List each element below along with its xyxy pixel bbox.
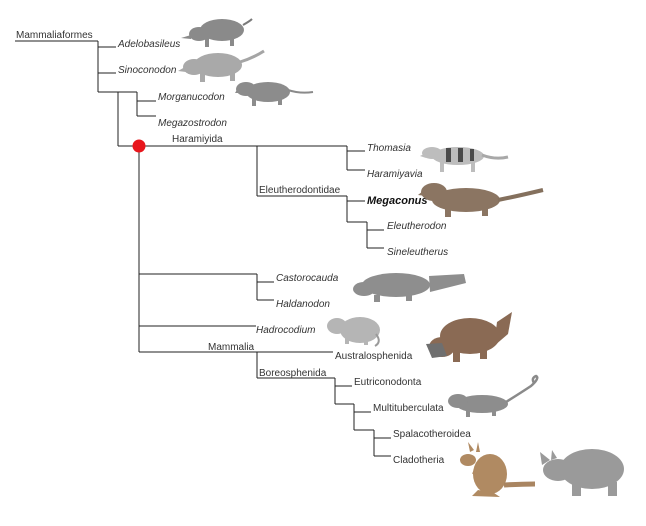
label-megaconus: Megaconus (367, 195, 428, 207)
label-eleutherodontidae: Eleutherodontidae (259, 185, 341, 196)
hadrocodium-illustration (327, 317, 380, 347)
label-megazostrodon: Megazostrodon (158, 118, 227, 129)
label-haldanodon: Haldanodon (276, 299, 330, 310)
label-mammalia: Mammalia (208, 342, 255, 353)
label-mammaliaformes: Mammaliaformes (16, 30, 93, 41)
adelobasileus-illustration (181, 18, 253, 47)
label-hadrocodium: Hadrocodium (256, 325, 315, 336)
label-adelobasileus: Adelobasileus (117, 39, 180, 50)
kangaroo-illustration (460, 442, 536, 497)
label-eleutherodon: Eleutherodon (387, 221, 447, 232)
tree-edges (15, 40, 391, 457)
animal-illustrations (178, 18, 624, 497)
label-morganucodon: Morganucodon (158, 92, 225, 103)
castorocauda-illustration (353, 273, 466, 302)
platypus-illustration (426, 312, 512, 362)
label-sineleutherus: Sineleutherus (387, 247, 448, 258)
label-eutriconodonta: Eutriconodonta (354, 377, 422, 388)
sinoconodon-illustration (178, 49, 265, 82)
red-node-marker (132, 139, 146, 153)
megaconus-illustration (418, 183, 544, 217)
label-multituberculata: Multituberculata (373, 403, 444, 414)
label-castorocauda: Castorocauda (276, 273, 339, 284)
label-sinoconodon: Sinoconodon (118, 65, 177, 76)
label-cladotheria: Cladotheria (393, 455, 445, 466)
taxon-labels: Mammaliaformes Adelobasileus Sinoconodon… (16, 30, 471, 466)
label-boreosphenida: Boreosphenida (259, 368, 327, 379)
label-thomasia: Thomasia (367, 143, 411, 154)
thomasia-illustration (420, 147, 509, 172)
multituberculate-illustration (448, 374, 539, 417)
morganucodon-illustration (235, 82, 314, 106)
label-spalacotheroidea: Spalacotheroidea (393, 429, 471, 440)
label-haramiyida: Haramiyida (172, 134, 223, 145)
label-australosphenida: Australosphenida (335, 351, 413, 362)
label-haramiyavia: Haramiyavia (367, 169, 423, 180)
rhinoceros-illustration (540, 449, 624, 496)
